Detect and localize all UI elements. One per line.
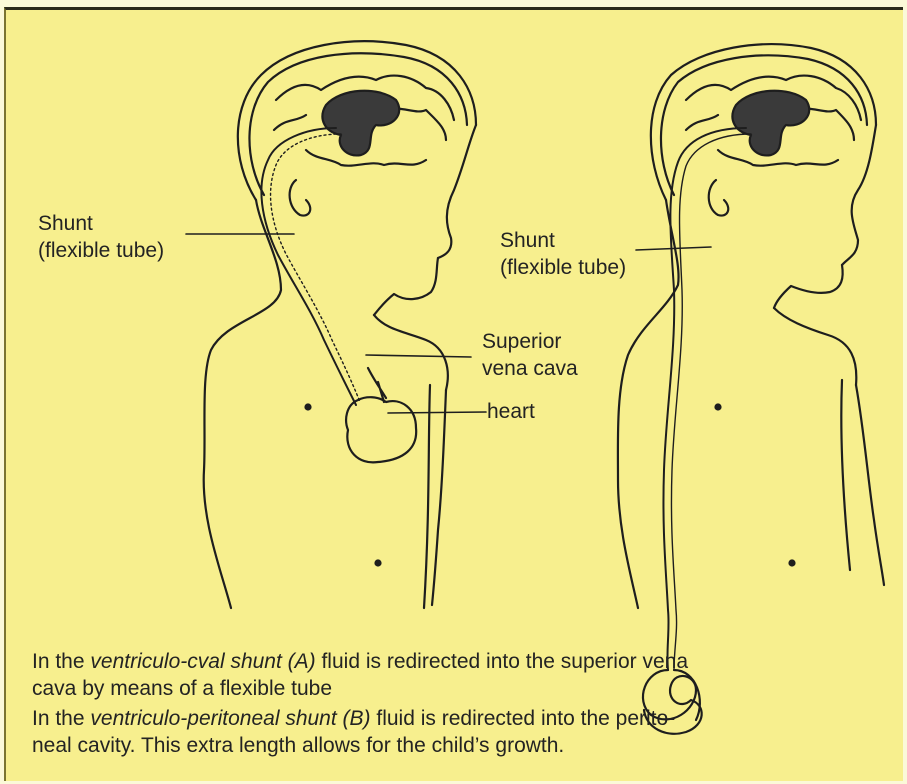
diagram-panel: Shunt (flexible tube) Shunt (flexible tu… [4,7,903,781]
caption-b-post: fluid is redirected into the perito- [371,707,676,730]
child-b-figure [618,44,884,734]
svc-label-line1: Superior [482,328,561,355]
child-a-figure [204,41,476,608]
shunt-b-label: Shunt [500,227,555,254]
svc-label-line2: vena cava [482,355,578,382]
shunt-b-sublabel: (flexible tube) [500,254,626,281]
shunt-b-leader [636,247,711,250]
caption-a-term: ventriculo-cval shunt (A) [90,650,315,673]
caption: In the ventriculo-cval shunt (A) fluid i… [32,648,892,759]
caption-a-post: fluid is redirected into the superior ve… [316,650,688,673]
caption-a-line2: cava by means of a flexible tube [32,677,332,700]
leader-lines [186,234,711,413]
caption-b-pre: In the [32,707,90,730]
shunt-a-label: Shunt [38,210,93,237]
caption-b: In the ventriculo-peritoneal shunt (B) f… [32,705,892,759]
caption-b-line2: neal cavity. This extra length allows fo… [32,734,564,757]
svc-leader [366,355,471,357]
heart-label: heart [487,398,535,425]
caption-b-term: ventriculo-peritoneal shunt (B) [90,707,370,730]
heart-leader [388,412,486,413]
shunt-a-sublabel: (flexible tube) [38,237,164,264]
caption-a: In the ventriculo-cval shunt (A) fluid i… [32,648,892,702]
caption-a-pre: In the [32,650,90,673]
